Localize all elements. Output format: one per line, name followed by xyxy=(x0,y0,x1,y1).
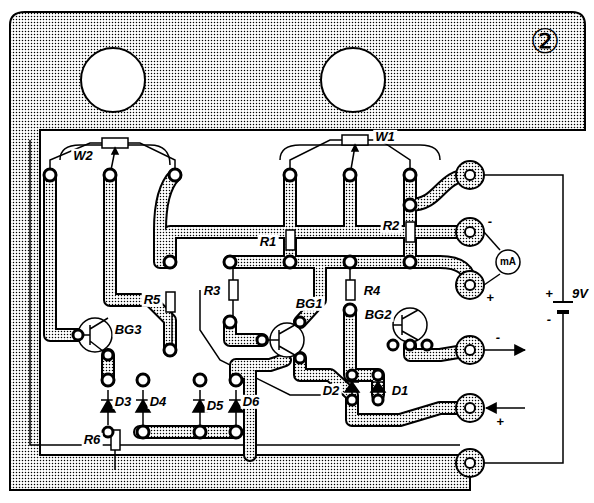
part-label: D5 xyxy=(205,399,226,413)
part-label: D3 xyxy=(113,395,134,409)
part-label: D4 xyxy=(148,395,169,409)
voltage-label: 9V xyxy=(570,287,590,301)
part-label: R1 xyxy=(258,235,279,249)
polarity-sign: - xyxy=(545,313,553,327)
part-label: BG3 xyxy=(113,323,144,337)
part-label: D2 xyxy=(321,384,342,398)
part-label: W1 xyxy=(373,130,397,144)
part-label: R2 xyxy=(381,219,402,233)
part-label: R3 xyxy=(202,284,223,298)
polarity-sign: + xyxy=(494,415,506,429)
circled-number: ② xyxy=(528,23,562,60)
part-label: R6 xyxy=(82,433,103,447)
part-label: BG1 xyxy=(294,297,325,311)
meter-circle xyxy=(496,250,520,274)
polarity-sign: + xyxy=(484,291,496,305)
polarity-sign: - xyxy=(494,331,502,345)
meter-text: mA xyxy=(500,257,516,267)
part-label: D1 xyxy=(390,384,411,398)
part-label: R5 xyxy=(142,293,163,307)
polarity-sign: + xyxy=(543,287,555,301)
polarity-sign: - xyxy=(486,215,494,229)
meter-symbol: mA xyxy=(495,249,521,275)
part-label: D6 xyxy=(241,395,262,409)
part-label: R4 xyxy=(362,284,383,298)
part-label: W2 xyxy=(71,149,95,163)
part-label: BG2 xyxy=(363,308,394,322)
